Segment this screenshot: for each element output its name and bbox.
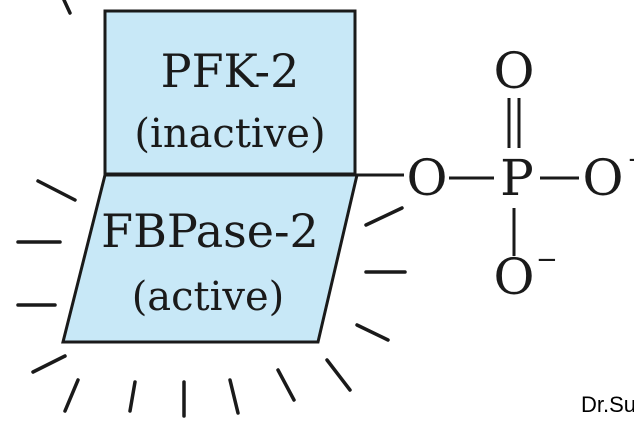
- pfk2-name: PFK-2: [161, 44, 300, 98]
- ray: [228, 378, 240, 415]
- ray: [62, 0, 72, 15]
- phosphate-group: [355, 98, 579, 256]
- oxygen-bottom-charge: −: [536, 245, 558, 275]
- activity-rays: [16, 0, 407, 418]
- fbpase2-state: (active): [132, 274, 285, 320]
- fbpase2-name: FBPase-2: [101, 204, 319, 258]
- phosphorus-atom: P: [500, 149, 534, 207]
- ray: [31, 354, 67, 374]
- phosphate-atoms: O P O O − O −: [407, 42, 634, 306]
- fbpase2-box: [61, 173, 359, 344]
- ray: [355, 323, 390, 342]
- ray: [364, 206, 404, 227]
- oxygen-top-atom: O: [494, 42, 535, 100]
- ray: [128, 380, 137, 413]
- oxygen-right-atom: O: [583, 149, 624, 207]
- pfk2-state: (inactive): [134, 111, 325, 157]
- ray: [325, 358, 352, 392]
- ray: [63, 378, 80, 413]
- author-credit: Dr.Su: [581, 392, 634, 417]
- oxygen-right-charge: −: [627, 145, 634, 175]
- ray: [36, 179, 77, 202]
- ray: [276, 368, 296, 402]
- oxygen-bridge-atom: O: [407, 149, 448, 207]
- pfk2-box: [103, 9, 357, 176]
- fbpase2-domain: FBPase-2 (active): [61, 173, 359, 344]
- pfk2-domain: PFK-2 (inactive): [103, 9, 357, 176]
- oxygen-bottom-atom: O: [494, 248, 535, 306]
